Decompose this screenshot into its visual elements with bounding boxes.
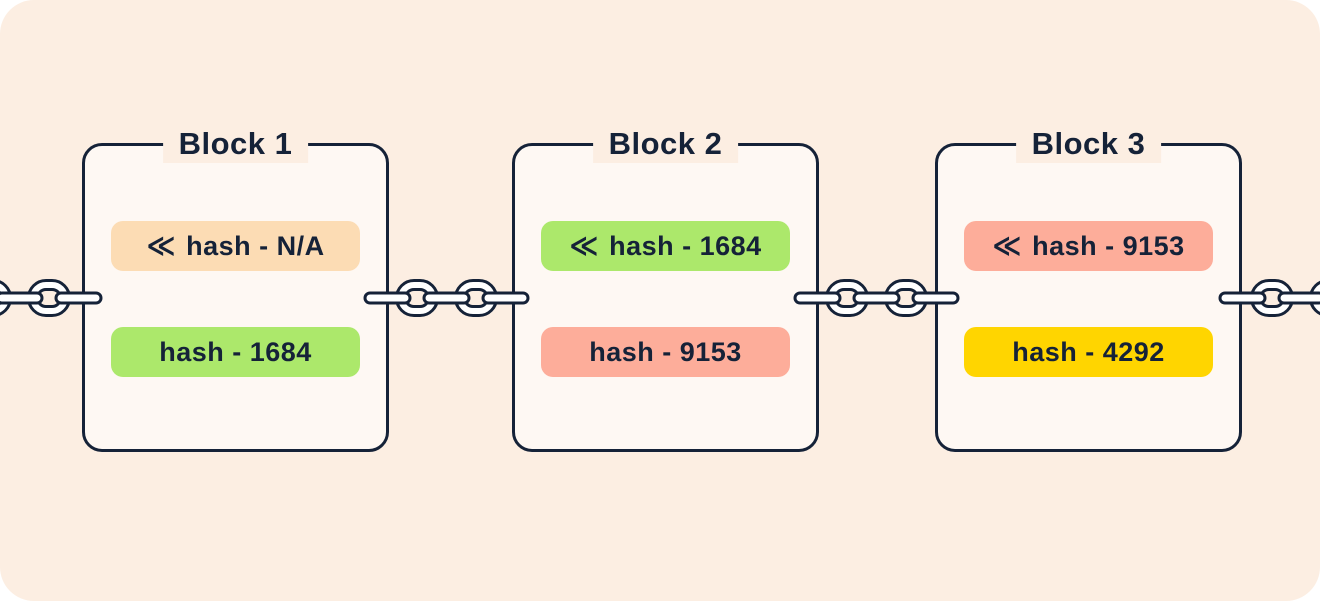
prev-hash-icon: ≪ [992,230,1023,261]
own-hash-pill: hash - 1684 [111,327,360,377]
own-hash-label: hash - 1684 [159,336,312,367]
prev-hash-label: hash - N/A [186,230,325,261]
prev-hash-label: hash - 9153 [1032,230,1185,261]
chain-link-icon [793,279,960,317]
block-title: Block 2 [592,125,739,163]
own-hash-label: hash - 4292 [1012,336,1165,367]
own-hash-pill: hash - 4292 [964,327,1213,377]
own-hash-label: hash - 9153 [589,336,742,367]
block-title: Block 3 [1015,125,1162,163]
block-title: Block 1 [162,125,309,163]
block-card-1: Block 1 ≪ hash - N/A hash - 1684 [82,125,389,452]
chain-link-icon [363,279,530,317]
block-card-3: Block 3 ≪ hash - 9153 hash - 4292 [935,125,1242,452]
prev-hash-pill: ≪ hash - 1684 [541,221,790,271]
prev-hash-icon: ≪ [146,230,177,261]
prev-hash-label: hash - 1684 [609,230,762,261]
prev-hash-pill: ≪ hash - N/A [111,221,360,271]
prev-hash-icon: ≪ [569,230,600,261]
block-card-2: Block 2 ≪ hash - 1684 hash - 9153 [512,125,819,452]
prev-hash-pill: ≪ hash - 9153 [964,221,1213,271]
own-hash-pill: hash - 9153 [541,327,790,377]
chain-link-icon [1218,279,1320,317]
chain-link-icon [0,279,103,317]
